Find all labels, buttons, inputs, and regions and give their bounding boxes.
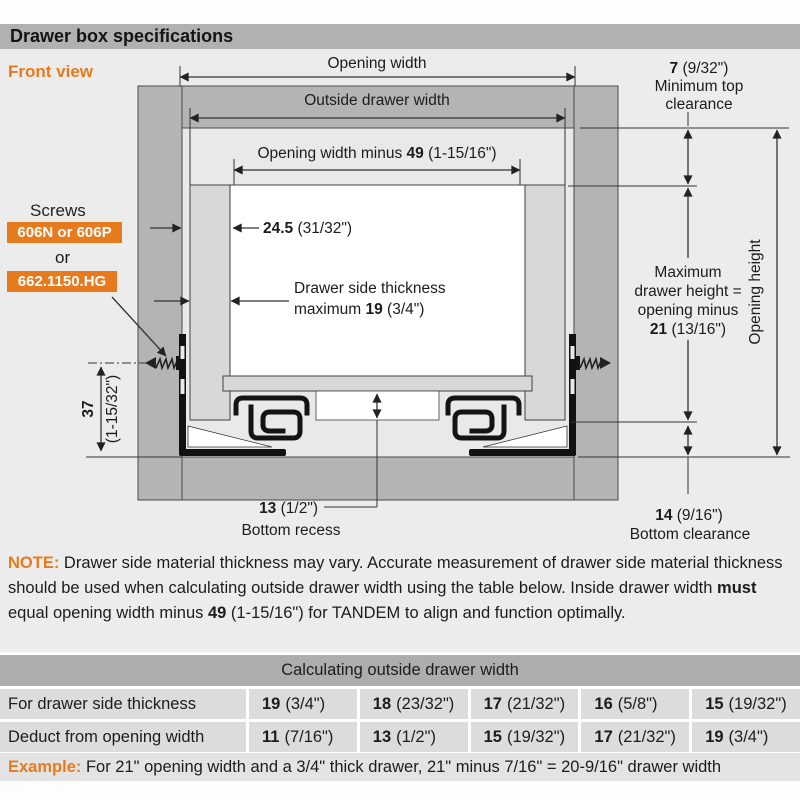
max-height-label-3: opening minus	[638, 302, 739, 319]
cabinet-bottom-panel	[181, 456, 575, 501]
table-row-label: For drawer side thickness	[0, 689, 246, 719]
right-screw	[576, 356, 611, 371]
table-cell: 13(1/2")	[359, 722, 468, 752]
bottom-clearance-label-2: Bottom clearance	[630, 526, 751, 543]
table-cell: 17(21/32")	[470, 689, 579, 719]
dimension-lines	[86, 66, 790, 508]
top-clearance-label-1: 7 (9/32")	[670, 60, 729, 77]
example-label: Example:	[8, 758, 82, 776]
screw-part-badge-662: 662.1150.HG	[7, 271, 117, 292]
cabinet-rails	[179, 334, 576, 456]
bottom-clearance-label-1: 14 (9/16")	[655, 507, 723, 524]
opening-minus-label: Opening width minus 49 (1-15/16")	[257, 145, 496, 162]
screw-pointer-arrow	[111, 296, 167, 357]
calculation-table: Calculating outside drawer width For dra…	[0, 652, 800, 755]
left-screw	[145, 356, 180, 371]
cabinet-right-panel	[573, 85, 619, 501]
table-cell: 15(19/32")	[470, 722, 579, 752]
screws-label: Screws	[30, 201, 86, 220]
screws-or-label: or	[55, 248, 71, 267]
page-title: Drawer box specifications	[10, 26, 234, 46]
drawer-interior	[229, 184, 526, 377]
max-height-label-2: drawer height =	[634, 283, 741, 300]
drawer-bottom-panel	[222, 375, 533, 392]
note-paragraph: NOTE: Drawer side material thickness may…	[8, 554, 783, 622]
table-cell: 16(5/8")	[581, 689, 690, 719]
example-bar: Example: For 21" opening width and a 3/4…	[0, 753, 800, 781]
table-cell: 17(21/32")	[581, 722, 690, 752]
top-clearance-label-2: Minimum top	[655, 78, 744, 95]
front-view-label: Front view	[8, 62, 94, 81]
drawer-diagram: Opening width Outside drawer width Openi…	[80, 55, 790, 543]
screw-part-badge-606: 606N or 606P	[7, 222, 122, 243]
side-thickness-label-2: maximum 19 (3/4")	[294, 301, 424, 318]
dim-37-frac-label: (1-15/32")	[104, 375, 121, 443]
table-cell: 15(19/32")	[692, 689, 800, 719]
dim-37-label: 37	[80, 400, 97, 417]
table-cell: 19(3/4")	[249, 689, 357, 719]
bottom-recess-label-1: 13 (1/2")	[259, 500, 318, 517]
outside-drawer-width-label: Outside drawer width	[304, 92, 450, 109]
opening-height-label: Opening height	[747, 239, 764, 345]
table-cell: 19(3/4")	[692, 722, 800, 752]
bottom-recess-label-2: Bottom recess	[241, 522, 340, 539]
top-clearance-label-3: clearance	[665, 96, 732, 113]
cabinet-left-panel	[137, 85, 183, 501]
page-title-bar: Drawer box specifications	[0, 24, 800, 49]
opening-width-label: Opening width	[327, 55, 426, 72]
max-height-label-1: Maximum	[654, 264, 721, 281]
dim-24-5-label: 24.5 (31/32")	[263, 220, 352, 237]
tandem-runners	[233, 395, 522, 441]
table-row-label: Deduct from opening width	[0, 722, 246, 752]
note-label: NOTE:	[8, 554, 60, 572]
table-cell: 18(23/32")	[359, 689, 468, 719]
drawer-box	[189, 184, 566, 421]
side-thickness-label-1: Drawer side thickness	[294, 280, 446, 297]
table-cell: 11(7/16")	[249, 722, 357, 752]
table-header: Calculating outside drawer width	[0, 655, 800, 686]
max-height-label-4: 21 (13/16")	[650, 321, 726, 338]
